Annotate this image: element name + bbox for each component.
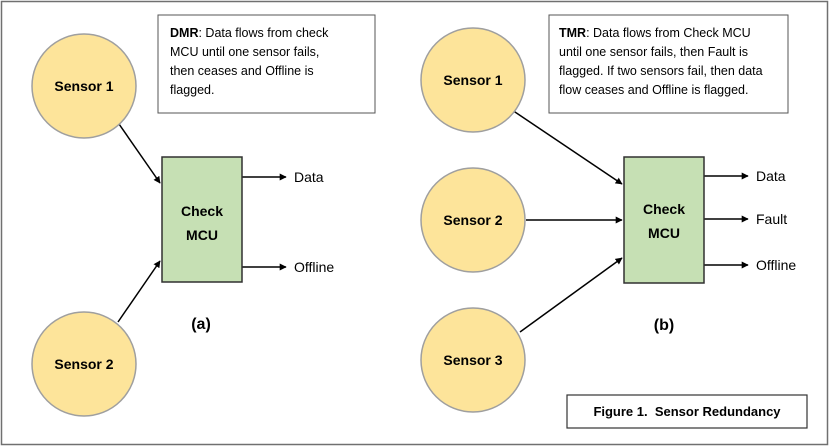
tmr-sensor-3: Sensor 3: [420, 307, 526, 413]
dmr-panel: DMR: Data flows from check MCU until one…: [31, 14, 376, 417]
dmr-sensor-1-circle: [31, 33, 137, 139]
dmr-sensor-1-label: Sensor 1: [54, 78, 113, 94]
tmr-check-mcu-box: [623, 156, 705, 284]
tmr-sensor-1: Sensor 1: [420, 27, 526, 133]
tmr-note-line: flow ceases and Offline is flagged.: [559, 83, 748, 97]
tmr-output-data: Data: [756, 168, 786, 184]
dmr-output-offline: Offline: [294, 259, 334, 275]
dmr-note-line: flagged.: [170, 83, 214, 97]
dmr-mcu-label-line1: Check: [181, 203, 223, 219]
tmr-note-title: TMR: [559, 26, 586, 40]
dmr-panel-label: (a): [191, 316, 211, 333]
tmr-sensor-3-label: Sensor 3: [443, 352, 502, 368]
dmr-output-data: Data: [294, 169, 324, 185]
caption-box: [566, 394, 808, 429]
tmr-sensor3-connector: [519, 257, 623, 333]
dmr-note-box: [157, 14, 376, 114]
dmr-note-line: MCU until one sensor fails,: [170, 45, 319, 59]
tmr-sensor-2-circle: [420, 167, 526, 273]
tmr-check-mcu: Check MCU: [623, 156, 705, 284]
tmr-sensor-1-circle: [420, 27, 526, 133]
dmr-note-line: then ceases and Offline is: [170, 64, 314, 78]
tmr-mcu-label-line2: MCU: [648, 225, 680, 241]
tmr-output-fault: Fault: [756, 211, 787, 227]
tmr-sensor-2: Sensor 2: [420, 167, 526, 273]
tmr-panel: TMR: Data flows from Check MCU until one…: [420, 14, 796, 413]
tmr-note-line: until one sensor fails, then Fault is: [559, 45, 748, 59]
dmr-sensor-1: Sensor 1: [31, 33, 137, 139]
dmr-note: DMR: Data flows from check MCU until one…: [170, 26, 332, 97]
dmr-sensor-2-circle: [31, 311, 137, 417]
tmr-sensor-3-circle: [420, 307, 526, 413]
tmr-mcu-label-line1: Check: [643, 201, 685, 217]
dmr-mcu-label-line2: MCU: [186, 227, 218, 243]
dmr-check-mcu-box: [161, 156, 243, 283]
tmr-output-offline: Offline: [756, 257, 796, 273]
tmr-note-box: [548, 14, 789, 114]
figure-caption: Figure 1. Sensor Redundancy: [566, 394, 808, 429]
dmr-note-line: : Data flows from check: [198, 26, 329, 40]
dmr-sensor-2-label: Sensor 2: [54, 356, 113, 372]
tmr-note-line: : Data flows from Check MCU: [586, 26, 751, 40]
tmr-sensor-1-label: Sensor 1: [443, 72, 502, 88]
dmr-sensor1-connector: [118, 123, 161, 184]
dmr-sensor-2: Sensor 2: [31, 311, 137, 417]
tmr-sensor1-connector: [511, 109, 623, 185]
tmr-note-line: flagged. If two sensors fail, then data: [559, 64, 763, 78]
tmr-note: TMR: Data flows from Check MCU until one…: [559, 26, 766, 97]
tmr-sensor-2-label: Sensor 2: [443, 212, 502, 228]
dmr-note-title: DMR: [170, 26, 198, 40]
dmr-sensor2-connector: [117, 260, 161, 323]
caption-text: Figure 1. Sensor Redundancy: [593, 404, 781, 419]
tmr-panel-label: (b): [654, 317, 674, 334]
dmr-check-mcu: Check MCU: [161, 156, 243, 283]
